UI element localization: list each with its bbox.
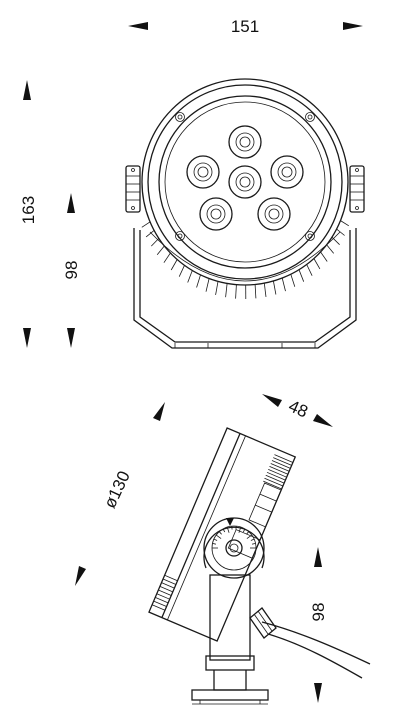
label-front-height: 163: [19, 196, 38, 224]
label-side-depth: 48: [286, 396, 311, 421]
left-knob: [125, 165, 141, 213]
front-view: [125, 78, 365, 349]
right-knob: [349, 165, 365, 213]
outer-ring: [141, 78, 349, 286]
dim-side-height: [314, 547, 322, 703]
side-view: [148, 427, 371, 705]
side-head: [148, 427, 297, 642]
bezel: [158, 95, 332, 269]
cooling-fins: [141, 220, 350, 300]
cable-gland: [249, 607, 277, 639]
bezel-screws: [175, 112, 315, 241]
label-side-height: 98: [309, 603, 328, 622]
label-side-diameter: ø130: [100, 468, 134, 511]
dim-side-diameter: [75, 402, 165, 586]
label-front-width: 151: [231, 17, 259, 36]
front-bracket: [133, 228, 357, 349]
dim-front-width: [128, 22, 363, 30]
side-stand: [191, 574, 269, 705]
dim-side-depth: [262, 394, 333, 427]
dim-front-height: [23, 80, 31, 348]
tilt-dial: [203, 517, 265, 579]
label-front-body-height: 98: [62, 261, 81, 280]
dim-front-body-height: [67, 193, 75, 348]
cable: [261, 621, 371, 665]
dial-pointer-icon: [226, 518, 234, 526]
led-lenses: [186, 125, 304, 231]
